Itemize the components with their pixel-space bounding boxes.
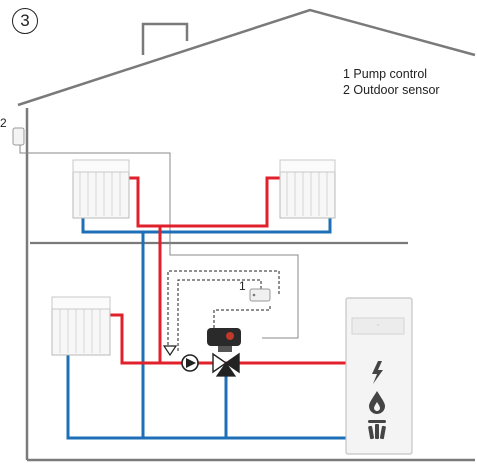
boiler: ~	[345, 297, 413, 455]
flame-drop-icon	[369, 391, 385, 414]
outdoor-sensor	[12, 127, 25, 146]
return-pipes	[66, 212, 375, 440]
supply-pipes	[104, 176, 350, 365]
circulation-pump	[181, 354, 199, 372]
pump-control-unit	[249, 288, 271, 302]
wood-logs-icon	[368, 420, 386, 440]
sensor-wire	[19, 145, 299, 339]
callout-outdoor-sensor: 2	[0, 116, 7, 130]
radiator-upper-left	[72, 159, 130, 219]
valve-actuator	[207, 328, 241, 352]
legend-item-pump-control: 1 Pump control	[343, 67, 428, 81]
figure-number: 3	[12, 8, 38, 34]
control-wires	[167, 270, 280, 351]
check-valve	[162, 345, 178, 357]
legend: 1 Pump control 2 Outdoor sensor	[343, 66, 440, 98]
lightning-icon	[372, 361, 383, 384]
radiator-lower-left	[51, 296, 111, 356]
house-outline	[17, 8, 476, 462]
radiator-upper-right	[279, 159, 336, 219]
callout-pump-control: 1	[239, 279, 246, 293]
legend-item-outdoor-sensor: 2 Outdoor sensor	[343, 83, 440, 97]
mixing-valve	[212, 352, 240, 377]
svg-text:~: ~	[377, 323, 380, 329]
